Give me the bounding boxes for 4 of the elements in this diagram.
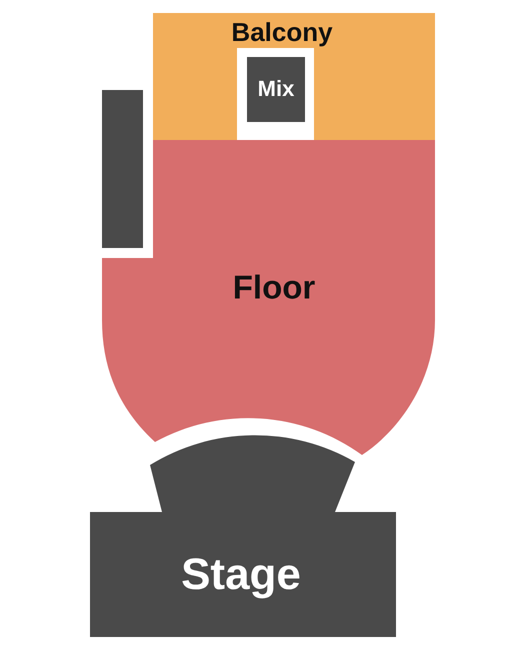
section-label: Floor xyxy=(232,270,316,304)
section-label: Balcony xyxy=(231,19,333,45)
section-label: Stage xyxy=(181,553,301,597)
section-label: Mix xyxy=(258,78,294,100)
